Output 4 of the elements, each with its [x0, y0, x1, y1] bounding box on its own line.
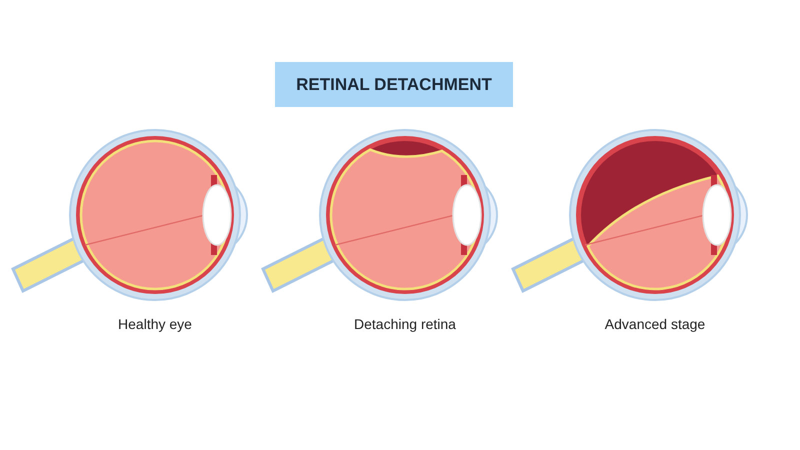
- eye-caption: Advanced stage: [604, 316, 706, 332]
- title-banner: RETINAL DETACHMENT: [275, 62, 513, 107]
- eye-caption: Detaching retina: [353, 316, 457, 332]
- eye-caption: Healthy eye: [117, 316, 193, 332]
